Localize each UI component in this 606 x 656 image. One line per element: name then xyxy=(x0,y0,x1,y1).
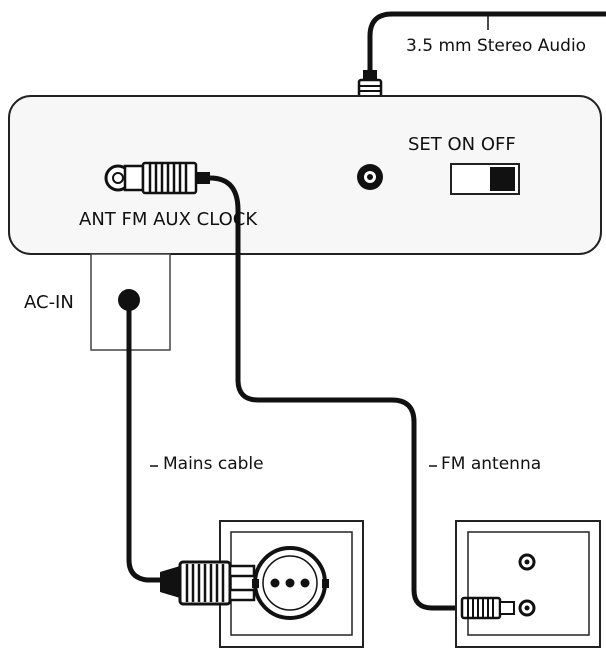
fm-antenna-label: FM antenna xyxy=(441,454,542,474)
set-switch[interactable] xyxy=(450,163,520,195)
mains-wall-outlet xyxy=(219,520,364,648)
device-panel xyxy=(8,95,602,255)
mains-cable xyxy=(126,300,160,583)
ports-label: ANT FM AUX CLOCK xyxy=(79,209,258,230)
antenna-wall-plug xyxy=(460,596,515,620)
audio-cable-label: 3.5 mm Stereo Audio xyxy=(406,36,587,56)
audio-socket xyxy=(357,164,383,190)
antenna-cable xyxy=(209,175,462,611)
antenna-wall-outlet xyxy=(455,520,601,648)
mains-cable-label: Mains cable xyxy=(163,454,264,474)
mains-plug xyxy=(160,560,256,606)
antenna-plug xyxy=(123,161,210,195)
ac-in-label: AC-IN xyxy=(24,292,74,313)
switch-label: SET ON OFF xyxy=(408,134,516,155)
